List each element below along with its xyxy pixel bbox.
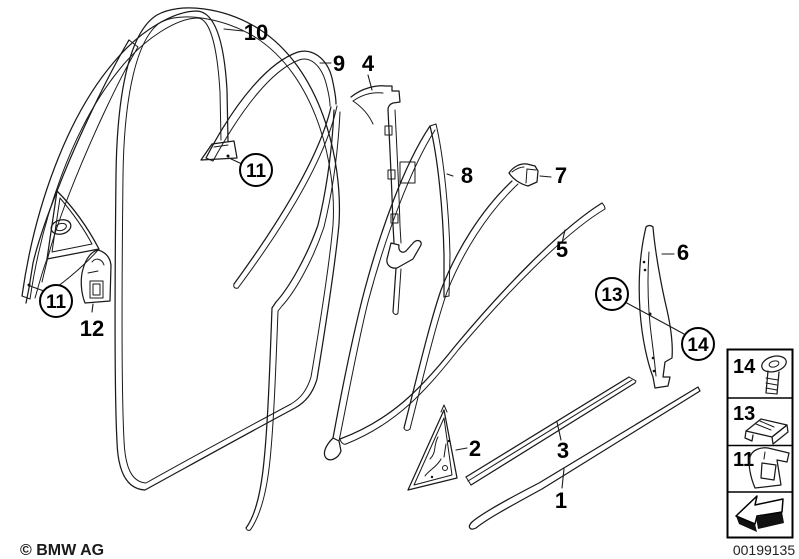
part-6-pillar-cover-drawing: [638, 224, 673, 389]
door-frame-piece-drawing: [25, 39, 139, 304]
callout-4: 4: [362, 51, 375, 76]
direction-arrow-icon: [735, 495, 784, 532]
svg-text:11: 11: [733, 449, 754, 471]
copyright-text: © BMW AG: [20, 542, 104, 559]
callout-5: 5: [556, 237, 568, 262]
part-5-trim-strip-drawing: [339, 202, 606, 445]
callout-8: 8: [461, 163, 473, 188]
callout-9: 9: [333, 51, 345, 76]
svg-text:13: 13: [733, 403, 755, 425]
leader-lines: [29, 28, 685, 489]
circled-callout-11-top: 11: [239, 153, 273, 187]
part-7-end-cap-drawing: [508, 163, 539, 187]
svg-text:14: 14: [733, 356, 756, 378]
clip-icon: [744, 418, 789, 445]
legend-item-11: 11: [733, 447, 790, 489]
part-2-mirror-triangle-drawing: [407, 404, 458, 491]
legend-item-14: 14: [733, 355, 787, 395]
clamp-icon: [748, 447, 790, 489]
part-4-pillar-guide-drawing: [350, 85, 422, 315]
svg-text:11: 11: [246, 161, 267, 182]
circled-callout-11-left: 11: [39, 284, 73, 318]
svg-text:11: 11: [46, 292, 67, 313]
window-channel-strip-drawing: [403, 180, 519, 431]
svg-text:14: 14: [687, 335, 709, 356]
part-12-bracket-drawing: [80, 249, 112, 304]
part-9-front-foot: [200, 140, 238, 161]
door-seal-loop-drawing: [114, 7, 341, 491]
callout-1: 1: [555, 488, 567, 513]
callout-3: 3: [557, 438, 569, 463]
part-1-belt-strip-drawing: [468, 386, 701, 530]
part-10-frame-seal-drawing: [21, 10, 229, 300]
circled-callout-13: 13: [595, 277, 629, 311]
callout-7: 7: [555, 163, 567, 188]
callout-10: 10: [244, 20, 268, 45]
legend-item-13: 13: [733, 403, 789, 445]
circled-callout-14: 14: [681, 327, 715, 361]
part-9-window-guide-drawing: [200, 50, 341, 531]
callout-12: 12: [80, 316, 104, 341]
part-3-belt-strip-drawing: [465, 376, 637, 486]
callout-2: 2: [469, 436, 481, 461]
callout-6: 6: [677, 240, 689, 265]
screw-icon: [761, 355, 787, 395]
svg-text:13: 13: [601, 285, 622, 306]
legend-box: 14 13 11: [726, 348, 794, 539]
part-8-window-frame-trim-drawing: [323, 123, 451, 461]
diagram-number: 00199135: [733, 542, 796, 558]
